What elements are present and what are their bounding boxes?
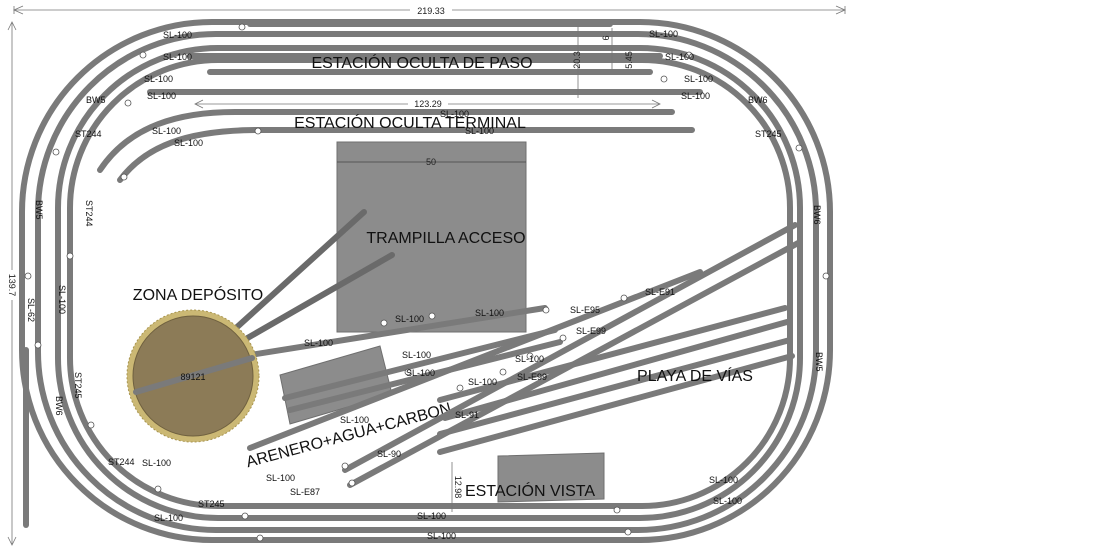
part-label: BW6 xyxy=(812,205,822,225)
part-label: SL-100 xyxy=(709,475,738,485)
part-label: ST245 xyxy=(198,499,225,509)
part-label: BW5 xyxy=(814,352,824,372)
part-label: SL-E91 xyxy=(645,287,675,297)
part-label: SL-E95 xyxy=(570,305,600,315)
part-label: SL-100 xyxy=(304,338,333,348)
turntable-label: 89121 xyxy=(180,372,205,382)
part-label: SL-100 xyxy=(440,109,469,119)
part-label: SL-100 xyxy=(266,473,295,483)
part-label: SL-100 xyxy=(147,91,176,101)
part-label: SL-100 xyxy=(144,74,173,84)
vista-gap-label: 12.98 xyxy=(453,476,463,499)
inner-dimension: 123.29 20.3 6 5.45 xyxy=(194,26,661,109)
turntable: 89121 xyxy=(126,309,260,443)
hidden-through-station: ESTACIÓN OCULTA DE PASO xyxy=(147,21,703,95)
part-label: SL-91 xyxy=(455,410,479,420)
part-label: SL-100 xyxy=(417,511,446,521)
overall-dimensions: 219.33 139.7 xyxy=(6,5,846,546)
main-loops xyxy=(19,19,833,543)
part-label: SL-100 xyxy=(340,415,369,425)
yard-label: PLAYA DE VÍAS xyxy=(637,366,753,385)
part-label: SL-E99 xyxy=(576,326,606,336)
part-label: BW5 xyxy=(34,200,44,220)
hidden-through-station-label: ESTACIÓN OCULTA DE PASO xyxy=(311,53,532,72)
hatch-width-label: 50 xyxy=(426,157,436,167)
part-label: BW5 xyxy=(86,95,106,105)
part-label: SL-100 xyxy=(468,377,497,387)
part-label: SL-100 xyxy=(402,350,431,360)
part-label: ST244 xyxy=(84,200,94,227)
gap-label-a: 20.3 xyxy=(572,51,582,69)
part-label: SL-100 xyxy=(649,29,678,39)
part-label: SL-100 xyxy=(406,368,435,378)
view-station-label: ESTACIÓN VISTA xyxy=(465,481,595,500)
inner-width-label: 123.29 xyxy=(414,99,442,109)
access-hatch: 50 TRAMPILLA ACCESO xyxy=(336,141,527,333)
part-label: ST245 xyxy=(755,129,782,139)
gap-label-c: 5.45 xyxy=(624,51,634,69)
part-label: SL-100 xyxy=(174,138,203,148)
hidden-terminal-station: ESTACIÓN OCULTA TERMINAL xyxy=(97,109,695,183)
total-width-label: 219.33 xyxy=(417,6,445,16)
part-label: SL-E87 xyxy=(290,487,320,497)
part-label: SL-90 xyxy=(377,449,401,459)
hatch-label: TRAMPILLA ACCESO xyxy=(366,230,525,247)
part-label: SL-100 xyxy=(681,91,710,101)
part-label: SL-100 xyxy=(57,285,67,314)
part-label: SL-100 xyxy=(515,354,544,364)
view-station: 12.98 ESTACIÓN VISTA xyxy=(451,452,605,512)
part-label: BW6 xyxy=(54,396,64,416)
yard-tracks: PLAYA DE VÍAS xyxy=(247,222,803,488)
part-label: SL-100 xyxy=(684,74,713,84)
part-label: SL-62 xyxy=(26,298,36,322)
part-label: ST245 xyxy=(73,372,83,399)
depot-label: ZONA DEPÓSITO xyxy=(133,285,263,304)
part-label: SL-100 xyxy=(163,52,192,62)
part-label: SL-100 xyxy=(427,531,456,541)
part-label: ST244 xyxy=(108,457,135,467)
hidden-terminal-station-label: ESTACIÓN OCULTA TERMINAL xyxy=(294,113,526,132)
part-label: SL-100 xyxy=(475,308,504,318)
part-label: SL-100 xyxy=(152,126,181,136)
depot-tracks: ZONA DEPÓSITO xyxy=(133,209,548,358)
part-label: SL-100 xyxy=(395,314,424,324)
part-labels: SL-100 SL-100 SL-100 SL-100 BW5 SL-100 S… xyxy=(26,29,824,541)
part-label: ST244 xyxy=(75,129,102,139)
part-label: SL-100 xyxy=(163,30,192,40)
joint-markers xyxy=(24,23,830,542)
part-label: BW6 xyxy=(748,95,768,105)
part-label: SL-E99 xyxy=(517,372,547,382)
part-label: SL-100 xyxy=(465,126,494,136)
total-height-label: 139.7 xyxy=(7,274,17,297)
part-label: SL-100 xyxy=(154,513,183,523)
part-label: SL-100 xyxy=(665,52,694,62)
part-label: SL-100 xyxy=(713,496,742,506)
gap-label-b: 6 xyxy=(601,35,611,40)
part-label: SL-100 xyxy=(142,458,171,468)
